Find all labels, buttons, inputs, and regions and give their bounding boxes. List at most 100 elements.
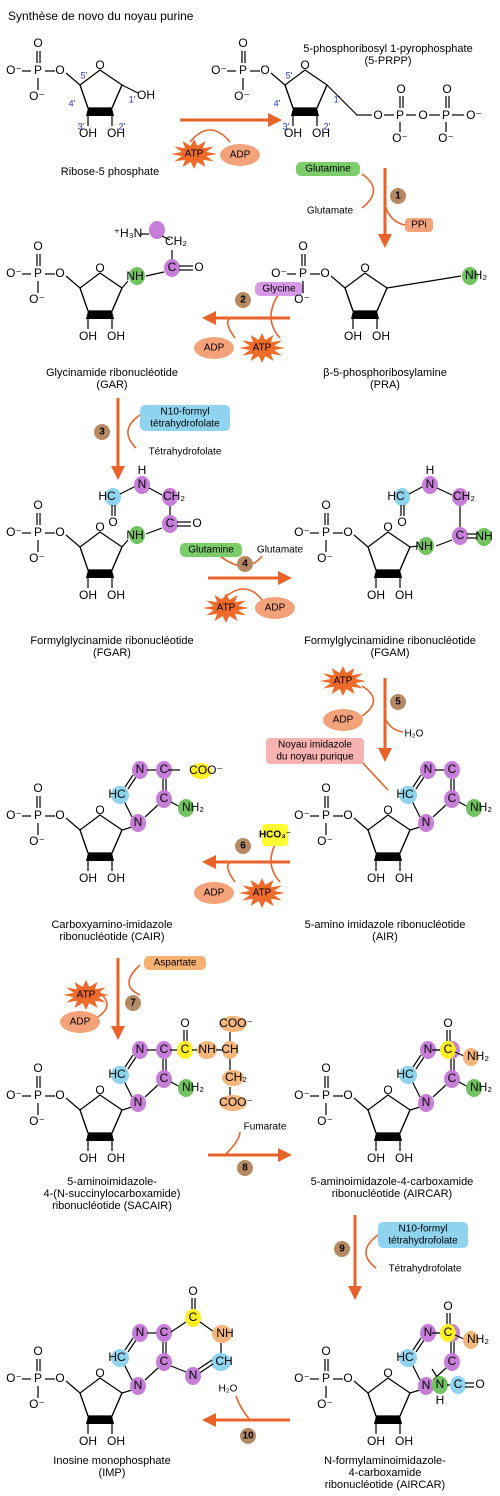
faicar-substituents: C O NH₂ N H C O bbox=[431, 1299, 489, 1407]
arrowhead bbox=[378, 748, 392, 762]
atom-h: H bbox=[138, 463, 147, 477]
atom-o-minus: O⁻ bbox=[29, 89, 45, 103]
arrowhead bbox=[278, 1148, 292, 1162]
label-faicar-1: N-formylaminoimidazole- bbox=[324, 1455, 446, 1467]
h2o-side-arrow bbox=[384, 717, 404, 733]
atom-o: O bbox=[396, 82, 405, 96]
adp-label: ADP bbox=[265, 603, 286, 614]
atom-c5: C bbox=[160, 1042, 169, 1056]
label-fgar-1: Formylglycinamide ribonucléotide bbox=[30, 635, 193, 647]
label-prpp-1: 5-phosphoribosyl 1-pyrophosphate bbox=[303, 43, 472, 55]
label-imp-2: (IMP) bbox=[99, 1467, 126, 1479]
atom-o-minus: O⁻ bbox=[294, 525, 310, 539]
atom-o-minus: O⁻ bbox=[294, 292, 310, 306]
label-pra-2: (PRA) bbox=[370, 379, 400, 391]
ribose-num-1: 1' bbox=[129, 94, 136, 104]
atom-o: O bbox=[383, 1083, 392, 1097]
atom-o: O bbox=[397, 515, 406, 529]
glycine-box bbox=[255, 282, 303, 296]
atp-label: ATP bbox=[253, 343, 272, 354]
atom-oh: OH bbox=[107, 329, 125, 343]
atom-c: C bbox=[444, 1325, 453, 1339]
arrowhead bbox=[202, 311, 216, 325]
h2o-label: H₂O bbox=[405, 729, 424, 740]
glutamine-box bbox=[296, 162, 360, 176]
atom-p: P bbox=[239, 63, 247, 77]
atom-n9: N bbox=[422, 1095, 431, 1109]
n10-label-1: N10-formyl bbox=[399, 1224, 448, 1235]
atom-o: O bbox=[55, 1371, 64, 1385]
atom-n7: N bbox=[136, 1042, 145, 1056]
label-sacair-1: 5-aminoimidazole- bbox=[67, 1176, 157, 1188]
label-prpp-2: (5-PRPP) bbox=[364, 55, 411, 67]
atom-p: P bbox=[34, 1088, 42, 1102]
adp-side-arrow bbox=[226, 317, 236, 339]
atom-o: O bbox=[418, 108, 427, 122]
atom-c5: C bbox=[160, 762, 169, 776]
step-badge-10 bbox=[240, 1428, 256, 1444]
label-fgam-2: (FGAM) bbox=[370, 647, 409, 659]
atom-nh: NH bbox=[475, 529, 492, 543]
atom-o: O bbox=[298, 239, 307, 253]
atom-h3n: ⁺H₃N bbox=[114, 226, 143, 240]
atom-n: N bbox=[436, 1377, 445, 1391]
label-cair-2: ribonucléotide (CAIR) bbox=[59, 931, 164, 943]
atom-h: H bbox=[436, 1393, 445, 1407]
ribose-num-5: 5' bbox=[81, 70, 88, 80]
atom-oh: OH bbox=[79, 871, 97, 885]
atom-nh2: NH₂ bbox=[182, 800, 204, 814]
atom-o: O bbox=[321, 1061, 330, 1075]
n10-formyl-box bbox=[378, 1222, 468, 1248]
aspartate-side-arrow bbox=[128, 964, 141, 996]
label-sacair-2: 4-(N-succinylocarboxamide) bbox=[44, 1188, 181, 1200]
label-pra-1: β-5-phosphoribosylamine bbox=[323, 367, 447, 379]
atom-o-minus: O⁻ bbox=[466, 108, 482, 122]
adp-bubble bbox=[255, 597, 295, 619]
n10-label-1: N10-formyl bbox=[161, 407, 210, 418]
atom-p: P bbox=[34, 525, 42, 539]
atom-c8: HC bbox=[396, 787, 414, 801]
atom-coo: COO⁻ bbox=[189, 763, 223, 777]
atom-o-minus: O⁻ bbox=[317, 834, 333, 848]
atom-oh: OH bbox=[395, 588, 413, 602]
step-badge-2 bbox=[235, 292, 251, 308]
atp-side-arrow bbox=[361, 685, 375, 717]
atom-c8: HC bbox=[108, 1067, 126, 1081]
atom-o: O bbox=[442, 82, 451, 96]
atp-star bbox=[203, 593, 249, 623]
atom-n7: N bbox=[424, 1325, 433, 1339]
atp-star bbox=[171, 139, 217, 169]
atom-o: O bbox=[320, 266, 329, 280]
atom-o: O bbox=[383, 520, 392, 534]
atom-o-minus: O⁻ bbox=[6, 525, 22, 539]
atom-o-minus: O⁻ bbox=[29, 292, 45, 306]
atom-oh: OH bbox=[367, 588, 385, 602]
imp-pyrimidine: C O NH CH N bbox=[170, 1284, 234, 1385]
step-badge-3 bbox=[94, 424, 110, 440]
atom-o: O bbox=[95, 1366, 104, 1380]
glutamine-label: Glutamine bbox=[305, 164, 351, 175]
atom-o-minus: O⁻ bbox=[29, 551, 45, 565]
step-number-4: 4 bbox=[242, 559, 248, 570]
glutamine-label: Glutamine bbox=[188, 545, 234, 556]
atom-n9: N bbox=[134, 1095, 143, 1109]
atom-n9: N bbox=[134, 1378, 143, 1392]
atom-o: O bbox=[475, 1377, 484, 1391]
atom-n: N bbox=[189, 1368, 198, 1382]
glycine-side-arrow bbox=[270, 291, 281, 339]
h2o-label: H₂O bbox=[219, 1384, 238, 1395]
atom-oh: OH bbox=[367, 1434, 385, 1448]
ppi-label: PPi bbox=[411, 220, 427, 231]
atom-o-minus: O⁻ bbox=[29, 1114, 45, 1128]
atom-hc: HC bbox=[387, 489, 405, 503]
step-number-1: 1 bbox=[395, 191, 401, 202]
diagram-title: Synthèse de novo du noyau purine bbox=[8, 9, 194, 23]
atom-oh: OH bbox=[79, 126, 97, 140]
atom-c4: C bbox=[448, 1071, 457, 1085]
step-number-3: 3 bbox=[99, 427, 105, 438]
pyrophosphate-group: O P O O⁻ O P O O⁻ O⁻ bbox=[356, 82, 482, 145]
